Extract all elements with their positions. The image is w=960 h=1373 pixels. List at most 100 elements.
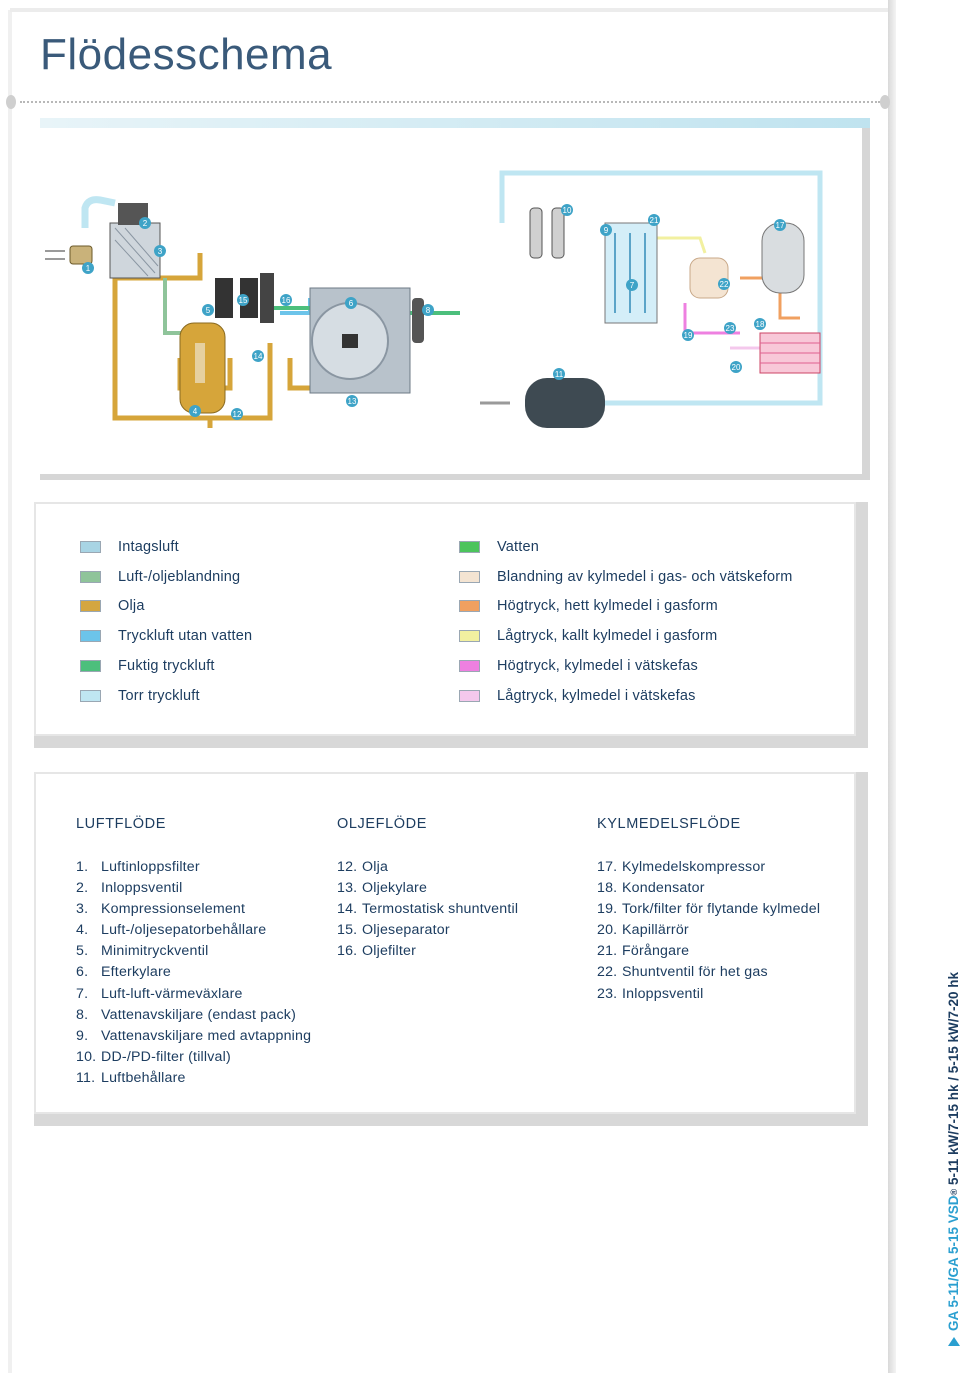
legend-item-cold-gas: Lågtryck, kallt kylmedel i gasform [459, 626, 717, 646]
item-label: Oljeseparator [362, 922, 450, 939]
oil-flow-list: 12.Olja 13.Oljekylare 14.Termostatisk sh… [337, 857, 518, 962]
item-number: 19. [597, 901, 618, 918]
svg-text:20: 20 [732, 363, 741, 372]
legend-item-oil: Olja [80, 596, 145, 616]
item-number: 23. [597, 985, 618, 1002]
svg-text:22: 22 [720, 280, 729, 289]
air-receiver-icon [480, 378, 605, 428]
item-number: 18. [597, 880, 618, 897]
legend-swatch [80, 600, 101, 612]
refrigerant-flow-heading: KYLMEDELSFLÖDE [597, 816, 741, 832]
item-number: 14. [337, 901, 358, 918]
air-flow-heading: LUFTFLÖDE [76, 816, 166, 832]
list-item: 14.Termostatisk shuntventil [337, 899, 518, 920]
legend-item-dry-compressed-air: Tryckluft utan vatten [80, 626, 252, 646]
item-label: Kylmedelskompressor [622, 859, 766, 875]
item-number: 17. [597, 859, 618, 875]
item-label: Inloppsventil [622, 985, 704, 1002]
item-number: 4. [76, 922, 89, 939]
legend-item-wet-compressed-air: Fuktig tryckluft [80, 656, 215, 676]
legend-item-dried-air: Torr tryckluft [80, 686, 200, 706]
dryer-air-loop [499, 170, 823, 406]
air-flow-list: 1.Luftinloppsfilter 2.Inloppsventil 3.Ko… [76, 857, 311, 1089]
svg-text:9: 9 [604, 226, 609, 235]
svg-text:12: 12 [233, 410, 242, 419]
legend-swatch [80, 660, 101, 672]
page-title: Flödesschema [40, 30, 333, 79]
item-label: Luftinloppsfilter [101, 859, 200, 875]
svg-text:23: 23 [726, 324, 735, 333]
side-label-model: GA 5-11/GA 5-15 VSD [946, 1195, 960, 1331]
item-number: 16. [337, 943, 358, 960]
marker-4: 4 [189, 405, 201, 417]
legend-label: Vatten [497, 539, 540, 555]
page-edge-top [10, 8, 890, 12]
components-panel: LUFTFLÖDE OLJEFLÖDE KYLMEDELSFLÖDE 1.Luf… [34, 772, 868, 1126]
separator-coil-icon [689, 257, 729, 299]
marker-9: 9 [600, 224, 612, 236]
compressor-element-icon [109, 203, 161, 279]
svg-text:16: 16 [282, 296, 291, 305]
cooler-icon [309, 287, 411, 394]
separator-tank-icon [179, 322, 226, 414]
list-item: 23.Inloppsventil [597, 984, 820, 1005]
svg-text:14: 14 [254, 352, 263, 361]
legend-label: Luft-/oljeblandning [118, 569, 241, 585]
item-label: Minimitryckventil [101, 943, 209, 960]
legend-swatch [459, 660, 480, 672]
marker-19: 19 [682, 329, 694, 341]
svg-text:17: 17 [776, 221, 785, 230]
legend-label: Intagsluft [118, 539, 179, 555]
list-item: 2.Inloppsventil [76, 878, 311, 899]
item-label: Vattenavskiljare (endast pack) [101, 1006, 296, 1023]
marker-6: 6 [345, 297, 357, 309]
marker-23: 23 [724, 322, 736, 334]
item-label: Luft-luft-värmeväxlare [101, 985, 243, 1002]
svg-text:18: 18 [756, 320, 765, 329]
legend-label: Olja [118, 598, 145, 614]
list-item: 21.Förångare [597, 941, 820, 962]
item-number: 8. [76, 1006, 89, 1023]
legend-swatch [80, 571, 101, 583]
list-item: 11.Luftbehållare [76, 1068, 311, 1089]
legend-panel-inner: Intagsluft Luft-/oljeblandning Olja Tryc… [34, 502, 856, 736]
condenser-icon [759, 332, 821, 374]
item-label: Kapillärrör [622, 922, 689, 939]
legend-item-water: Vatten [459, 537, 539, 557]
list-item: 22.Shuntventil för het gas [597, 962, 820, 983]
list-item: 1.Luftinloppsfilter [76, 857, 311, 878]
item-number: 11. [76, 1069, 96, 1086]
oil-separator-icon [215, 273, 274, 323]
marker-3: 3 [154, 245, 166, 257]
marker-20: 20 [730, 361, 742, 373]
svg-text:8: 8 [426, 306, 431, 315]
heat-exchanger-icon [604, 222, 658, 324]
list-item: 7. Luft-luft-värmeväxlare [76, 984, 311, 1005]
dd-filters-icon [529, 207, 565, 259]
marker-17: 17 [774, 219, 786, 231]
svg-text:21: 21 [650, 216, 659, 225]
svg-text:1: 1 [86, 264, 91, 273]
list-item: 18.Kondensator [597, 878, 820, 899]
svg-text:4: 4 [193, 407, 198, 416]
item-number: 7. [76, 985, 89, 1002]
side-product-label: GA 5-11/GA 5-15 VSD® 5-11 kW/7-15 hk / 5… [946, 972, 960, 1346]
marker-22: 22 [718, 278, 730, 290]
list-item: 12.Olja [337, 857, 518, 878]
flow-diagram-svg: 1 2 3 4 5 6 7 8 9 10 11 12 13 14 15 16 1… [45, 170, 823, 428]
marker-13: 13 [346, 395, 358, 407]
refrigerant-flow-list: 17.Kylmedelskompressor 18.Kondensator 19… [597, 857, 820, 1005]
legend-swatch [80, 541, 101, 553]
side-label-rating: 5-11 kW/7-15 hk / 5-15 kW/7-20 hk [946, 971, 960, 1189]
svg-text:6: 6 [349, 299, 354, 308]
legend-item-refrigerant-mix: Blandning av kylmedel i gas- och vätskef… [459, 567, 793, 587]
marker-15: 15 [237, 294, 249, 306]
item-label: Vattenavskiljare med avtappning [101, 1027, 312, 1044]
marker-21: 21 [648, 214, 660, 226]
item-label: Förångare [622, 943, 690, 960]
marker-16: 16 [280, 294, 292, 306]
page-edge-left [8, 10, 12, 1373]
marker-18: 18 [754, 318, 766, 330]
legend-item-air-oil: Luft-/oljeblandning [80, 567, 240, 587]
page-edge-right [888, 0, 896, 1373]
